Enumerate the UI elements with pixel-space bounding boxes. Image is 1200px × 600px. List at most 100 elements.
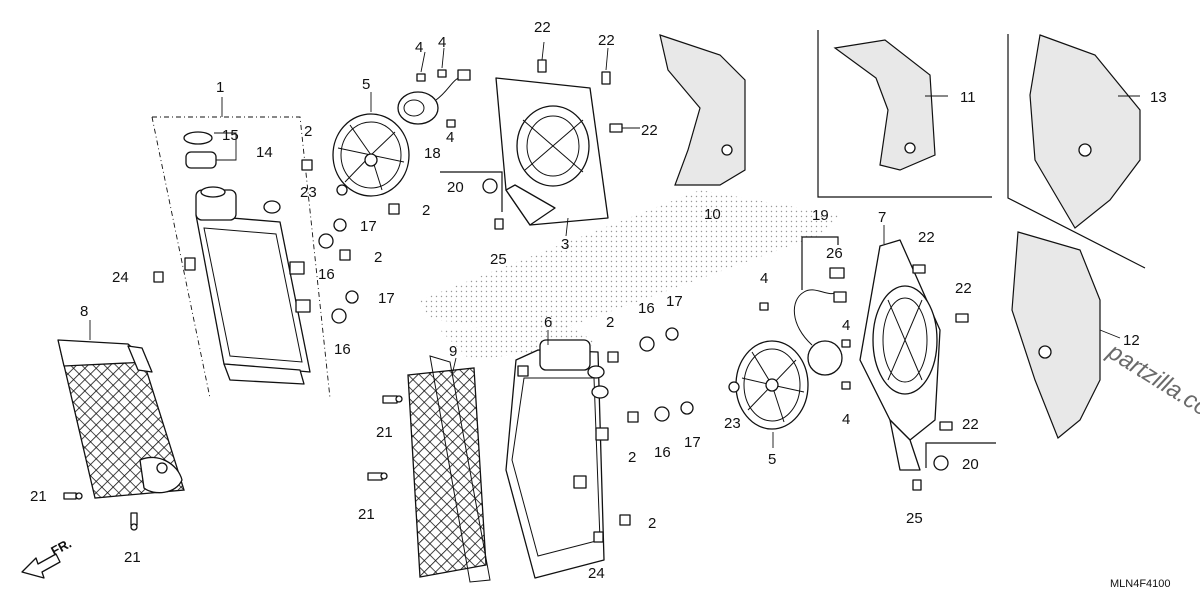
callout-8: 8 bbox=[80, 303, 88, 320]
callout-2-d: 2 bbox=[606, 314, 614, 331]
front-direction-label: FR. bbox=[48, 536, 74, 559]
fan-motor-right bbox=[793, 289, 843, 376]
callout-2-e: 2 bbox=[628, 449, 636, 466]
callout-13: 13 bbox=[1150, 89, 1167, 106]
callout-18: 18 bbox=[424, 145, 441, 162]
bolt-21-grille9-b bbox=[367, 472, 388, 481]
callout-16-d: 16 bbox=[654, 444, 671, 461]
left-radiator bbox=[184, 186, 311, 385]
grommet-2-f bbox=[619, 514, 631, 526]
grommet-2-e bbox=[627, 411, 639, 423]
bolt-22-shroud-b bbox=[601, 71, 611, 85]
nut-20-shroud-left bbox=[482, 178, 498, 194]
callout-17-a: 17 bbox=[360, 218, 377, 235]
callout-12: 12 bbox=[1123, 332, 1140, 349]
callout-21-c: 21 bbox=[376, 424, 393, 441]
callout-25-b: 25 bbox=[906, 510, 923, 527]
callout-20-a: 20 bbox=[447, 179, 464, 196]
callout-20-b: 20 bbox=[962, 456, 979, 473]
bolt-21-grille-b bbox=[130, 512, 138, 531]
grommet-2-c bbox=[339, 249, 351, 261]
callout-7: 7 bbox=[878, 209, 886, 226]
radiator-grille-9 bbox=[407, 355, 491, 583]
callout-17-d: 17 bbox=[684, 434, 701, 451]
callout-26: 26 bbox=[826, 245, 843, 262]
callout-21-d: 21 bbox=[358, 506, 375, 523]
callout-19: 19 bbox=[812, 207, 829, 224]
callout-15: 15 bbox=[222, 127, 239, 144]
callout-5-a: 5 bbox=[362, 76, 370, 93]
radiator-cap-14 bbox=[185, 151, 217, 169]
callout-4-d: 4 bbox=[760, 270, 768, 287]
grommet-16-d bbox=[654, 406, 670, 422]
callout-23-b: 23 bbox=[724, 415, 741, 432]
front-direction-arrow: FR. bbox=[21, 536, 74, 579]
callout-16-c: 16 bbox=[638, 300, 655, 317]
fan-shroud-7-right bbox=[859, 239, 941, 471]
fan-shroud-3-left bbox=[495, 77, 609, 226]
collar-17-d bbox=[680, 401, 694, 415]
cover-12-right bbox=[1011, 231, 1101, 439]
diagram-code: MLN4F4100 bbox=[1110, 578, 1171, 590]
leader-lines bbox=[89, 41, 1140, 448]
callout-2-c: 2 bbox=[374, 249, 382, 266]
radiator-cap-seal-15 bbox=[183, 131, 213, 145]
callout-1: 1 bbox=[216, 79, 224, 96]
callouts: 1 15 14 2 23 2 17 16 2 17 16 24 8 21 21 … bbox=[30, 19, 1167, 582]
clip-24-right bbox=[593, 531, 604, 543]
callout-24-b: 24 bbox=[588, 565, 605, 582]
radiator-grille-8 bbox=[57, 339, 185, 499]
bolt-22-right-a bbox=[912, 264, 926, 274]
callout-22-a: 22 bbox=[534, 19, 551, 36]
callout-21-b: 21 bbox=[124, 549, 141, 566]
clip-25-left bbox=[494, 218, 504, 230]
collar-17-a bbox=[333, 218, 347, 232]
callout-22-f: 22 bbox=[962, 416, 979, 433]
callout-4-a: 4 bbox=[415, 39, 423, 56]
callout-9: 9 bbox=[449, 343, 457, 360]
fan-motor-18 bbox=[397, 69, 471, 125]
collar-17-c bbox=[665, 327, 679, 341]
callout-17-b: 17 bbox=[378, 290, 395, 307]
clip-25-right bbox=[912, 479, 922, 491]
callout-4-c: 4 bbox=[446, 129, 454, 146]
collar-17-b bbox=[345, 290, 359, 304]
callout-22-d: 22 bbox=[918, 229, 935, 246]
callout-11: 11 bbox=[960, 89, 976, 106]
bolt-22-shroud-a bbox=[537, 59, 547, 73]
callout-16-b: 16 bbox=[334, 341, 351, 358]
grommet-2-d bbox=[607, 351, 619, 363]
callout-17-c: 17 bbox=[666, 293, 683, 310]
callout-22-b: 22 bbox=[598, 32, 615, 49]
nut-4-right bbox=[759, 302, 851, 390]
bolt-22-shroud-c bbox=[609, 123, 623, 133]
callout-2-b: 2 bbox=[422, 202, 430, 219]
callout-4-e: 4 bbox=[842, 317, 850, 334]
grommet-23-b bbox=[728, 381, 740, 393]
watermark: partzilla.com bbox=[1102, 338, 1200, 433]
callout-10: 10 bbox=[704, 206, 721, 223]
bolt-21-grille9-a bbox=[382, 395, 403, 404]
fan-5-left bbox=[332, 113, 410, 197]
right-radiator-6 bbox=[505, 339, 609, 579]
grommet-23-a bbox=[336, 184, 348, 196]
callout-24-a: 24 bbox=[112, 269, 129, 286]
nut-4-motor bbox=[416, 69, 456, 128]
callout-21-a: 21 bbox=[30, 488, 47, 505]
fan-5-right bbox=[735, 340, 809, 430]
cover-box-11 bbox=[817, 30, 992, 198]
grommet-16-c bbox=[639, 336, 655, 352]
callout-2-f: 2 bbox=[648, 515, 656, 532]
callout-5-b: 5 bbox=[768, 451, 776, 468]
callout-14: 14 bbox=[256, 144, 273, 161]
bolt-22-right-c bbox=[939, 421, 953, 431]
grommet-2-a bbox=[301, 159, 313, 171]
cover-box-13 bbox=[1007, 34, 1146, 269]
callout-6: 6 bbox=[544, 314, 552, 331]
callout-3: 3 bbox=[561, 236, 569, 253]
callout-22-c: 22 bbox=[641, 122, 658, 139]
radiator-assembly-outline bbox=[151, 97, 331, 399]
connector-26 bbox=[829, 267, 847, 303]
bolt-22-right-b bbox=[955, 313, 969, 323]
